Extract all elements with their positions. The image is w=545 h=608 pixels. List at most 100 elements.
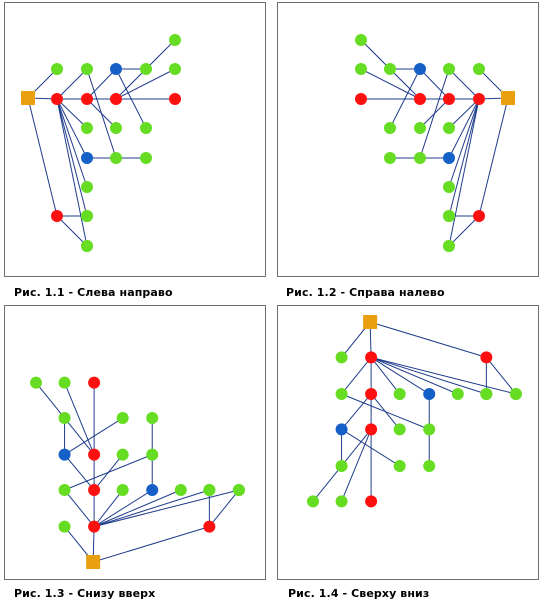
figure-4-root-node xyxy=(363,315,378,329)
figure-3-edge-6 xyxy=(93,489,153,528)
figure-4-blue-node-12 xyxy=(335,423,348,436)
figure-4-green-node-20 xyxy=(509,387,522,400)
figure-1-edge-17 xyxy=(115,68,147,129)
figure-1-green-node-6 xyxy=(81,122,93,134)
figure-1-edge-7 xyxy=(56,98,88,188)
figure-1-edge-8 xyxy=(56,98,88,217)
figure-1-green-node-20 xyxy=(81,240,93,252)
figure-1-panel xyxy=(4,2,266,277)
figure-4-edge-6 xyxy=(370,356,430,395)
figure-2-green-node-16 xyxy=(355,63,367,75)
figure-2-edge-8 xyxy=(448,98,480,217)
figure-2-edge-15 xyxy=(360,68,421,100)
figure-2-green-node-18 xyxy=(384,122,396,134)
figure-3-green-node-6 xyxy=(116,484,129,497)
figure-3-edge-15 xyxy=(64,382,95,455)
figure-2-green-node-21 xyxy=(414,152,426,164)
figure-2-edge-19 xyxy=(448,215,480,247)
figure-4-edge-5 xyxy=(370,357,401,395)
figure-2-edge-6 xyxy=(448,98,480,159)
figure-4-green-node-16 xyxy=(335,495,348,508)
figure-1-red-node-1 xyxy=(51,93,63,105)
figure-4-red-node-3 xyxy=(480,351,493,364)
figure-1-red-node-14 xyxy=(169,93,181,105)
figure-2-green-node-13 xyxy=(414,122,426,134)
figure-3-green-node-21 xyxy=(146,448,159,461)
figure-1-edge-11 xyxy=(86,68,117,100)
figure-1-green-node-21 xyxy=(110,152,122,164)
figure-4-edge-15 xyxy=(341,429,372,502)
figure-4-edge-19 xyxy=(485,357,517,395)
figure-2-edge-2 xyxy=(478,97,509,217)
figure-1-green-node-5 xyxy=(81,63,93,75)
figure-2-blue-node-12 xyxy=(414,63,426,75)
figure-3-green-node-2 xyxy=(58,520,71,533)
figure-2-green-node-19 xyxy=(443,210,455,222)
figure-1-green-node-8 xyxy=(81,181,93,193)
figure-4-green-node-18 xyxy=(393,459,406,472)
figure-4-green-node-5 xyxy=(335,387,348,400)
figure-2-green-node-2 xyxy=(473,63,485,75)
figure-4-edge-7 xyxy=(370,356,458,395)
figure-4-green-node-22 xyxy=(423,459,436,472)
figure-2-edge-9 xyxy=(448,98,480,247)
figure-4-green-node-6 xyxy=(393,387,406,400)
figure-4-green-node-17 xyxy=(335,459,348,472)
figure-3-edge-17 xyxy=(64,417,123,456)
figure-3-green-node-16 xyxy=(58,376,71,389)
figure-2-edge-7 xyxy=(448,98,480,188)
figure-2-red-node-11 xyxy=(414,93,426,105)
figure-4-green-node-15 xyxy=(307,495,319,508)
figure-4-edge-4 xyxy=(341,357,372,395)
figure-2-edge-5 xyxy=(448,98,480,129)
figure-3-green-node-15 xyxy=(30,376,42,389)
figure-3-edge-9 xyxy=(93,489,240,528)
figure-2-edge-17 xyxy=(389,68,421,129)
figure-1-green-node-16 xyxy=(169,63,181,75)
figure-3-green-node-17 xyxy=(58,412,71,425)
figure-4-edge-9 xyxy=(370,356,517,395)
figure-3-caption: Рис. 1.3 - Снизу вверх xyxy=(14,587,156,600)
figure-2-green-node-20 xyxy=(443,240,455,252)
figure-1-green-node-17 xyxy=(140,63,152,75)
figure-2-edge-20 xyxy=(419,68,450,159)
figure-3-green-node-8 xyxy=(174,484,187,497)
figure-3-green-node-18 xyxy=(116,412,129,425)
figure-4-red-node-14 xyxy=(365,495,378,508)
figure-3-blue-node-12 xyxy=(58,448,71,461)
figure-4-edge-2 xyxy=(369,321,487,358)
figure-1-edge-4 xyxy=(56,68,88,100)
figure-1-green-node-19 xyxy=(81,210,93,222)
figure-1-edge-20 xyxy=(86,68,117,159)
figure-4-blue-node-7 xyxy=(423,387,436,400)
figure-3-blue-node-7 xyxy=(146,484,159,497)
figure-1-blue-node-12 xyxy=(110,63,122,75)
figure-1-edge-2 xyxy=(27,97,58,217)
figure-1-edge-6 xyxy=(56,98,88,159)
figure-4-red-node-1 xyxy=(365,351,378,364)
figure-3-root-node xyxy=(86,555,101,569)
figure-2-root-node xyxy=(501,91,515,105)
figure-3-edge-5 xyxy=(93,489,124,527)
figure-2-blue-node-7 xyxy=(443,152,455,164)
figure-1-blue-node-7 xyxy=(81,152,93,164)
figure-2-green-node-15 xyxy=(355,34,367,46)
figure-3-edge-8 xyxy=(93,489,210,528)
figure-3-green-node-5 xyxy=(58,484,71,497)
figure-3-edge-7 xyxy=(93,489,181,528)
figure-3-red-node-14 xyxy=(88,376,101,389)
figure-2-green-node-5 xyxy=(443,63,455,75)
figure-3-red-node-11 xyxy=(88,448,101,461)
figure-3-red-node-3 xyxy=(203,520,216,533)
figure-2-green-node-17 xyxy=(384,63,396,75)
figure-4-edge-11 xyxy=(341,393,372,430)
figure-3-edge-19 xyxy=(208,489,240,527)
figure-2-red-node-4 xyxy=(443,93,455,105)
figure-3-edge-4 xyxy=(64,489,95,527)
figure-4-caption: Рис. 1.4 - Сверху вниз xyxy=(288,587,430,600)
figure-2-green-node-6 xyxy=(443,122,455,134)
figure-2-green-node-22 xyxy=(384,152,396,164)
figure-3-edge-11 xyxy=(64,454,95,491)
figure-3-red-node-1 xyxy=(88,520,101,533)
figure-1-green-node-18 xyxy=(140,122,152,134)
